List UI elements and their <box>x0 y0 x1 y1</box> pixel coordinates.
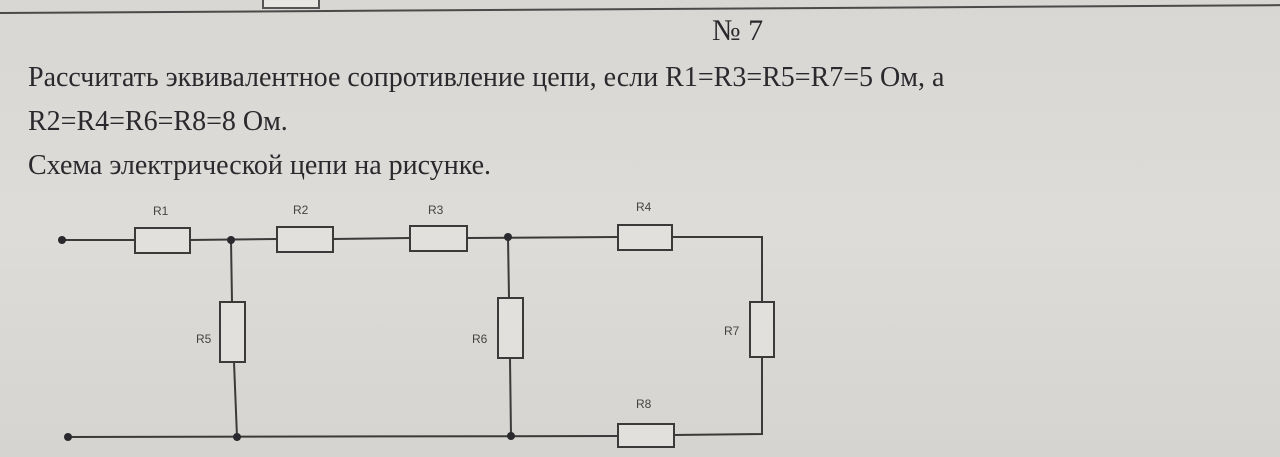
label-r2: R2 <box>293 203 309 217</box>
problem-text-line1: Рассчитать эквивалентное сопротивление ц… <box>28 62 945 93</box>
resistor-r6 <box>497 297 524 359</box>
terminal-in-bottom <box>64 433 72 441</box>
resistor-r1 <box>134 227 191 254</box>
problem-number: № 7 <box>712 14 764 47</box>
label-r4: R4 <box>636 200 652 214</box>
problem-text-line3: Схема электрической цепи на рисунке. <box>28 150 492 181</box>
junction-node <box>507 432 515 440</box>
resistor-r5 <box>219 301 246 363</box>
label-r6: R6 <box>472 332 488 346</box>
wires <box>62 236 763 438</box>
problem-text-line2: R2=R4=R6=R8=8 Ом. <box>28 106 288 137</box>
label-r1: R1 <box>153 204 169 218</box>
resistor-r3 <box>409 225 468 252</box>
toolbar-box <box>262 0 320 9</box>
label-r7: R7 <box>724 324 740 338</box>
label-r5: R5 <box>196 332 212 346</box>
label-r8: R8 <box>636 397 652 411</box>
label-r3: R3 <box>428 203 444 217</box>
junction-node <box>504 233 512 241</box>
resistor-r8 <box>617 423 675 448</box>
terminal-in-top <box>58 236 66 244</box>
resistor-r7 <box>749 301 775 358</box>
resistor-r2 <box>276 226 334 253</box>
resistor-r4 <box>617 224 673 251</box>
junction-node <box>233 433 241 441</box>
junction-node <box>227 236 235 244</box>
